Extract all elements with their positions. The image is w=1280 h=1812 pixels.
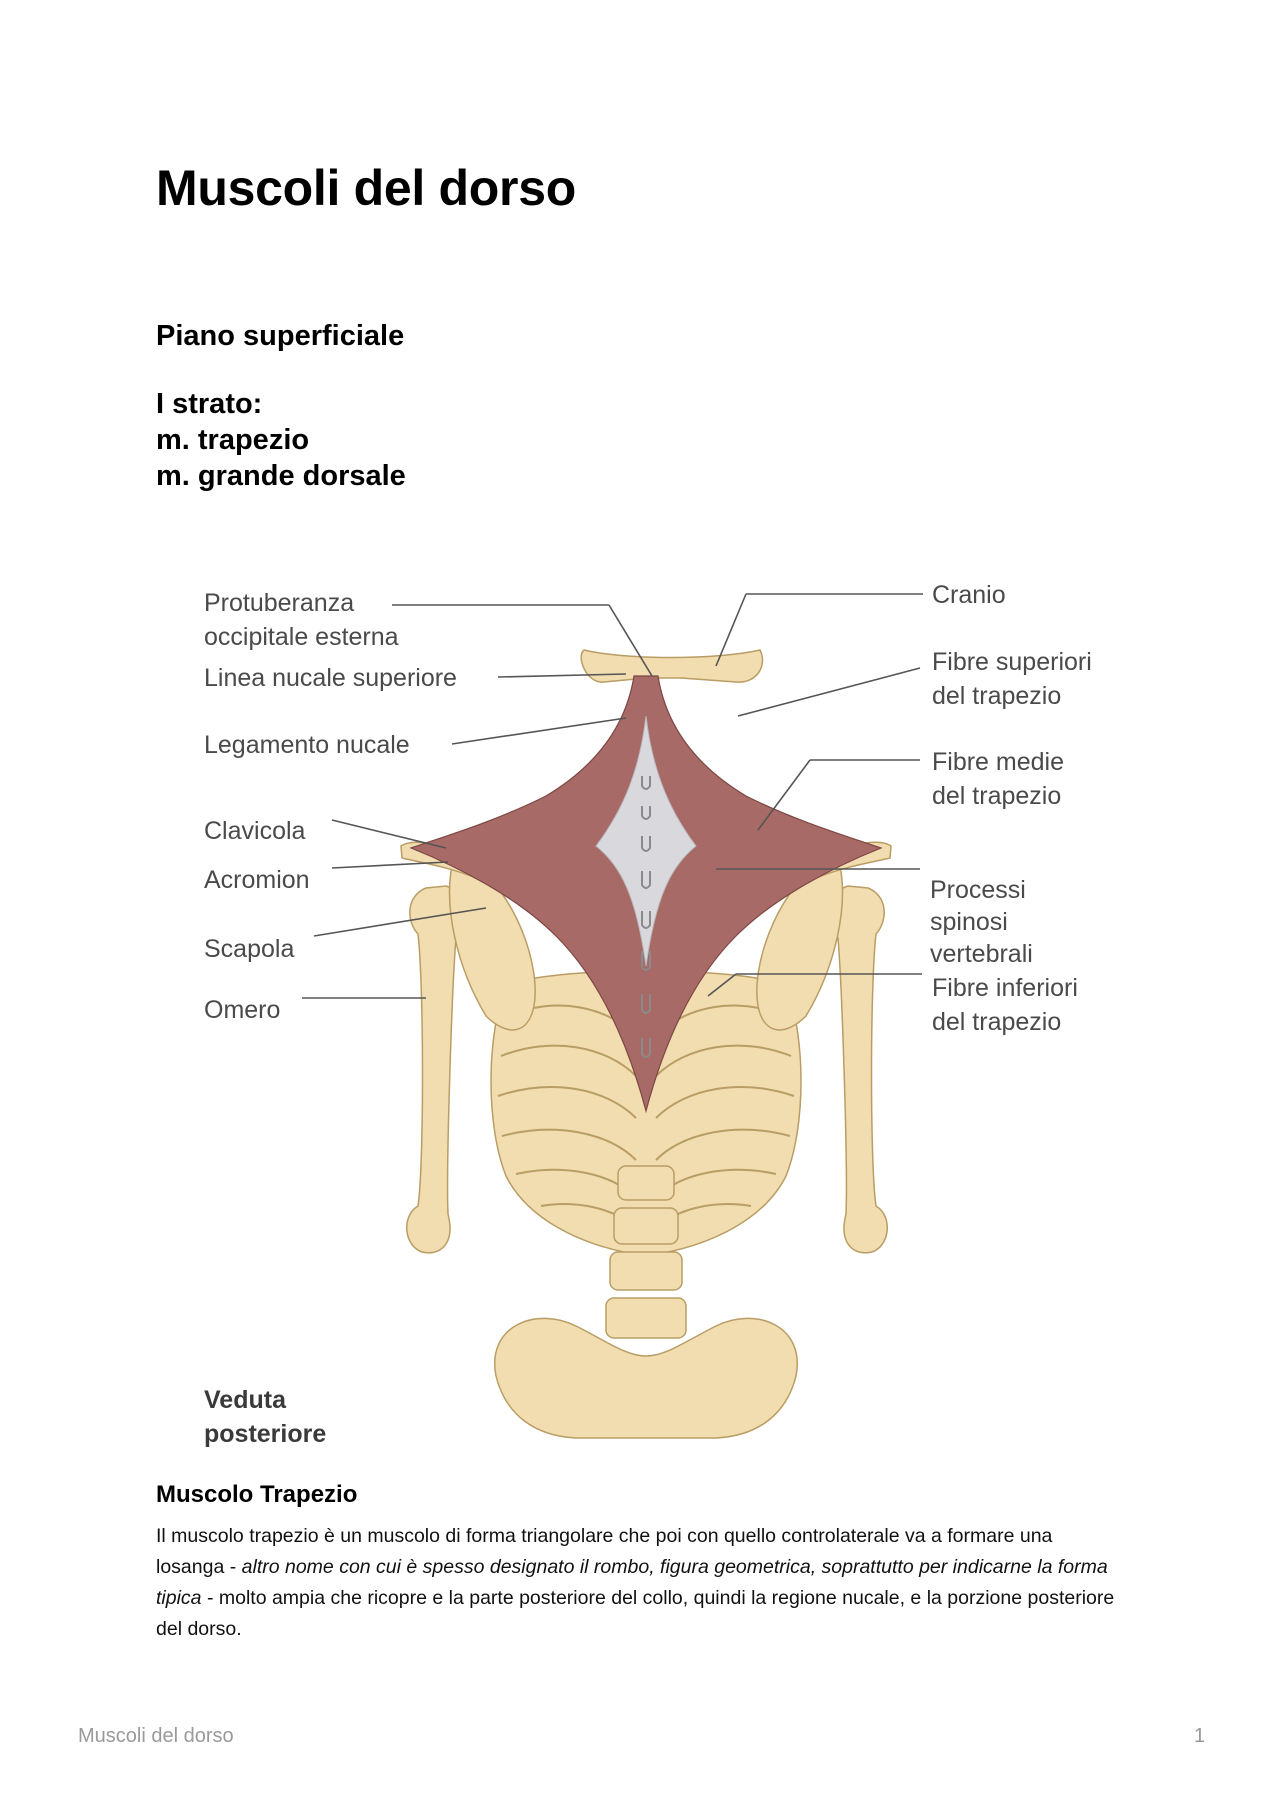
label-omero: Omero (204, 996, 280, 1024)
label-acromion: Acromion (204, 866, 310, 894)
anatomy-figure: Protuberanza occipitale esterna Linea nu… (156, 566, 1134, 1448)
label-fibre-superiori-1: Fibre superiori (932, 648, 1092, 676)
label-cranio: Cranio (932, 581, 1006, 609)
rib-cage (490, 970, 802, 1257)
scapula-right (756, 865, 844, 1031)
layer-list: I strato: m. trapezio m. grande dorsale (156, 386, 406, 494)
caption-line-2: posteriore (204, 1420, 326, 1448)
paragraph-text-1: Il muscolo trapezio è un muscolo di form… (156, 1525, 1053, 1578)
pelvis (493, 1317, 799, 1439)
article-heading: Muscolo Trapezio (156, 1481, 358, 1508)
label-linea-nucale: Linea nucale superiore (204, 664, 457, 692)
footer-document-title: Muscoli del dorso (78, 1725, 234, 1747)
section-heading: Piano superficiale (156, 320, 405, 352)
humerus-left (405, 885, 467, 1254)
back-anatomy-illustration: Protuberanza occipitale esterna Linea nu… (204, 581, 1092, 1448)
aponeurosis (595, 715, 697, 967)
label-protuberanza-2: occipitale esterna (204, 623, 399, 651)
humerus-right (827, 885, 889, 1254)
figure-caption: Veduta posteriore (204, 1386, 326, 1448)
label-fibre-medie-2: del trapezio (932, 782, 1061, 810)
scapula-left (448, 865, 536, 1031)
label-fibre-inferiori-1: Fibre inferiori (932, 974, 1078, 1002)
label-processi-1: Processi (930, 876, 1026, 904)
caption-line-1: Veduta (204, 1386, 287, 1414)
leader-lines (302, 593, 923, 999)
layer-title: I strato: (156, 388, 263, 420)
label-fibre-medie-1: Fibre medie (932, 748, 1064, 776)
label-clavicola: Clavicola (204, 817, 306, 845)
spinous-processes (641, 776, 651, 1058)
paragraph-italic-aside: altro nome con cui è spesso designato il… (156, 1556, 1108, 1609)
label-processi-2: spinosi (930, 908, 1008, 936)
lumbar-spine (605, 1165, 687, 1339)
footer-page-number: 1 (1194, 1725, 1206, 1747)
skull-base (580, 649, 764, 683)
right-labels: Cranio Fibre superiori del trapezio Fibr… (930, 581, 1092, 1036)
layer-item-trapezio: m. trapezio (156, 424, 310, 456)
label-protuberanza-1: Protuberanza (204, 589, 354, 617)
label-fibre-superiori-2: del trapezio (932, 682, 1061, 710)
label-processi-3: vertebrali (930, 940, 1033, 968)
paragraph-text-2: - molto ampia che ricopre e la parte pos… (156, 1587, 1115, 1640)
layer-item-grande-dorsale: m. grande dorsale (156, 460, 406, 492)
label-scapola: Scapola (204, 935, 294, 963)
left-labels: Protuberanza occipitale esterna Linea nu… (204, 589, 457, 1024)
label-fibre-inferiori-2: del trapezio (932, 1008, 1061, 1036)
page-title: Muscoli del dorso (156, 160, 576, 216)
article-paragraph: Il muscolo trapezio è un muscolo di form… (156, 1521, 1116, 1645)
label-legamento-nucale: Legamento nucale (204, 731, 410, 759)
